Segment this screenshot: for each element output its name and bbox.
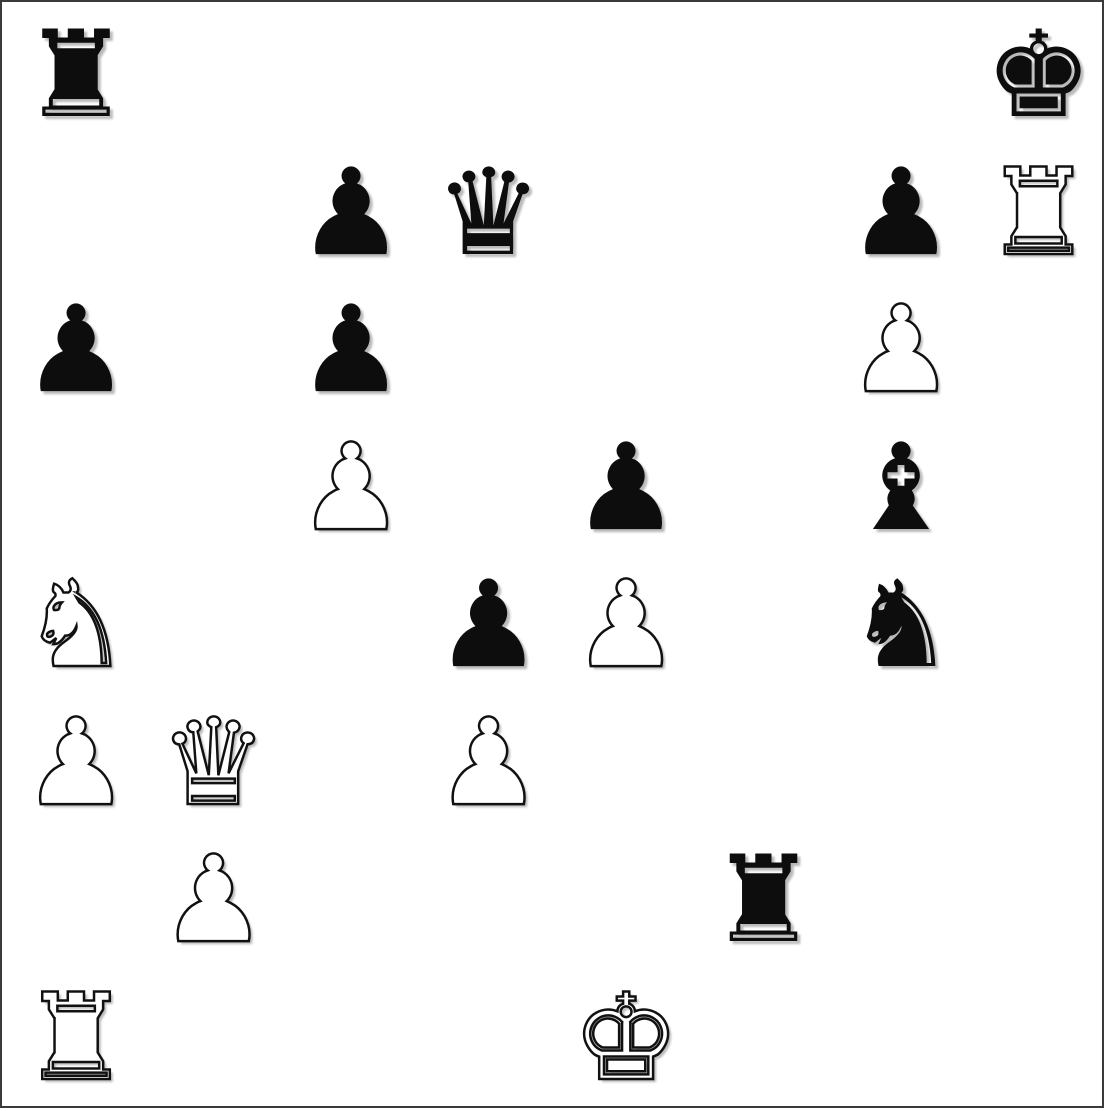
black-pawn-icon[interactable]: ♟ bbox=[14, 289, 138, 413]
white-king-icon[interactable]: ♚ bbox=[564, 977, 688, 1101]
black-pawn-icon[interactable]: ♟ bbox=[839, 152, 963, 276]
black-pawn-icon[interactable]: ♟ bbox=[427, 564, 551, 688]
white-rook-icon[interactable]: ♜ bbox=[14, 977, 138, 1101]
black-rook-icon[interactable]: ♜ bbox=[702, 839, 826, 963]
black-rook-icon[interactable]: ♜ bbox=[14, 14, 138, 138]
white-queen-icon[interactable]: ♛ bbox=[152, 702, 276, 826]
white-pawn-icon[interactable]: ♟ bbox=[152, 839, 276, 963]
white-pawn-icon[interactable]: ♟ bbox=[427, 702, 551, 826]
black-knight-icon[interactable]: ♞ bbox=[839, 564, 963, 688]
black-pawn-icon[interactable]: ♟ bbox=[289, 289, 413, 413]
black-pawn-icon[interactable]: ♟ bbox=[564, 427, 688, 551]
black-queen-icon[interactable]: ♛ bbox=[427, 152, 551, 276]
black-bishop-icon[interactable]: ♝ bbox=[839, 427, 963, 551]
white-pawn-icon[interactable]: ♟ bbox=[289, 427, 413, 551]
white-rook-icon[interactable]: ♜ bbox=[977, 152, 1101, 276]
white-pawn-icon[interactable]: ♟ bbox=[14, 702, 138, 826]
black-pawn-icon[interactable]: ♟ bbox=[289, 152, 413, 276]
white-pawn-icon[interactable]: ♟ bbox=[839, 289, 963, 413]
white-knight-icon[interactable]: ♞ bbox=[14, 564, 138, 688]
black-king-icon[interactable]: ♚ bbox=[977, 14, 1101, 138]
white-pawn-icon[interactable]: ♟ bbox=[564, 564, 688, 688]
